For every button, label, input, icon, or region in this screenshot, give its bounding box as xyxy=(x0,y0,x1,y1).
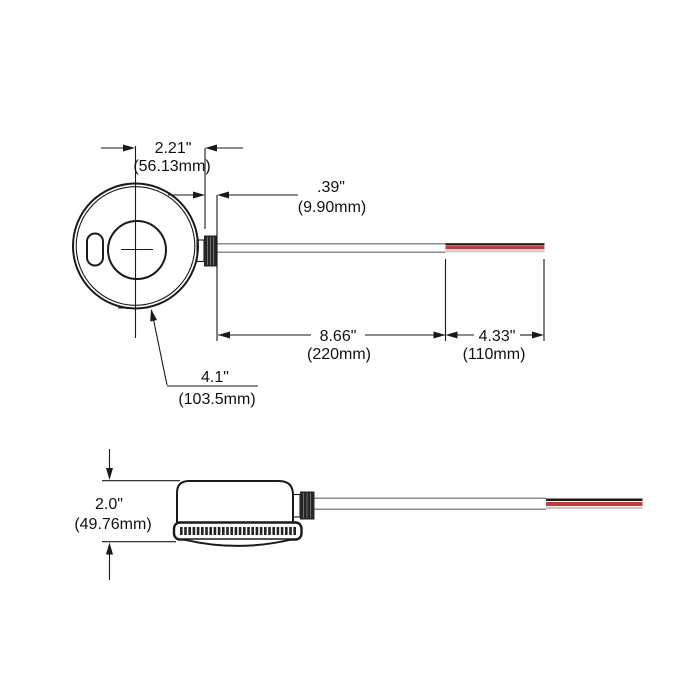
dim-height: 2.0" (49.76mm) xyxy=(74,449,180,580)
mounting-slot xyxy=(86,232,104,267)
wire-black xyxy=(546,498,643,501)
wire-red xyxy=(546,502,643,506)
dim-diameter: 4.1" (103.5mm) xyxy=(150,309,258,408)
dome-body xyxy=(176,480,294,524)
dim-cable-length: 8.66" (220mm) xyxy=(218,259,447,363)
arrowhead xyxy=(445,331,458,339)
lens-bottom-curve xyxy=(184,538,291,547)
dim-lead-length: 4.33" (110mm) xyxy=(445,259,545,363)
arrowhead xyxy=(193,191,205,199)
arrowhead xyxy=(433,331,446,339)
dim-label-metric: (110mm) xyxy=(463,346,526,363)
dim-label-inches: .39" xyxy=(317,179,345,196)
wire-red xyxy=(445,245,545,250)
side-view: 2.0" (49.76mm) xyxy=(74,449,643,580)
knurled-bezel xyxy=(172,521,303,541)
arrowhead xyxy=(106,542,113,555)
dim-label-inches: 8.66" xyxy=(320,328,357,345)
arrowhead xyxy=(217,191,229,199)
dim-label-metric: (49.76mm) xyxy=(74,516,151,533)
dim-label-metric: (56.13mm) xyxy=(133,158,210,175)
cable xyxy=(217,243,545,253)
device-side xyxy=(172,480,643,547)
wire-black xyxy=(445,243,545,246)
wire-pale xyxy=(445,250,545,253)
dim-label-inches: 2.0" xyxy=(95,496,123,513)
connector-neck xyxy=(292,493,301,518)
dim-label-inches: 4.1" xyxy=(201,369,229,386)
leader-line xyxy=(150,309,168,386)
cable xyxy=(314,497,643,511)
arrowhead xyxy=(205,144,217,152)
device-front xyxy=(72,146,545,338)
arrowhead xyxy=(123,144,135,152)
wire-pale xyxy=(546,506,643,509)
arrowhead xyxy=(532,331,544,339)
dim-label-metric: (220mm) xyxy=(307,346,371,363)
dim-label-metric: (103.5mm) xyxy=(178,391,255,408)
dim-center-to-connector: 2.21" (56.13mm) xyxy=(101,140,243,229)
dim-label-metric: (9.90mm) xyxy=(298,199,366,216)
front-view: 2.21" (56.13mm) .39" (9.90mm) 8.66" (220… xyxy=(72,140,545,408)
arrowhead xyxy=(106,468,113,480)
dim-label-inches: 4.33" xyxy=(479,328,516,345)
dim-label-inches: 2.21" xyxy=(155,140,192,157)
dim-connector-length: .39" (9.90mm) xyxy=(168,179,366,341)
